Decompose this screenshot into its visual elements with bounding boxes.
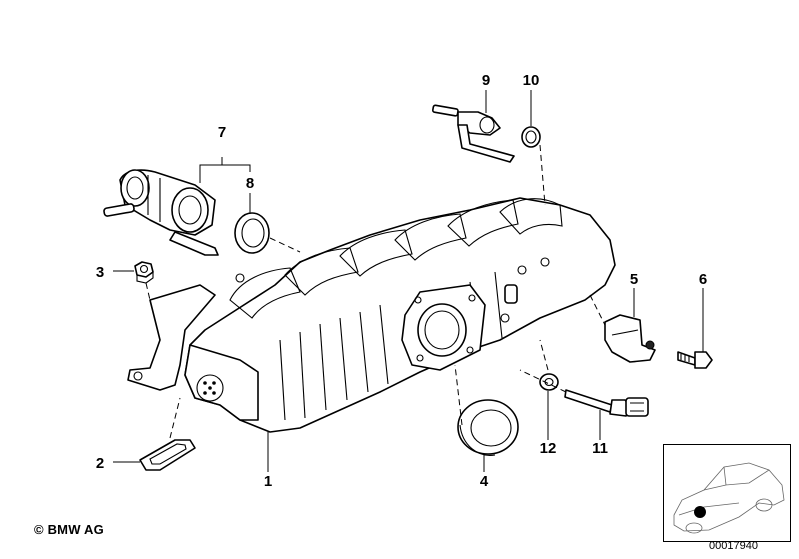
car-outline-icon	[673, 462, 785, 534]
part-10-o-ring[interactable]	[521, 126, 541, 148]
part-5-holder[interactable]	[604, 314, 656, 363]
part-8-o-ring[interactable]	[234, 212, 270, 254]
callout-10: 10	[523, 72, 540, 89]
location-marker-icon	[694, 506, 706, 518]
callout-3: 3	[96, 264, 104, 281]
part-7-idle-valve[interactable]	[103, 169, 219, 256]
callout-8: 8	[246, 175, 254, 192]
callout-1: 1	[264, 473, 272, 490]
part-9-valve[interactable]	[432, 104, 515, 163]
leader-lines	[113, 90, 704, 472]
part-12-washer[interactable]	[539, 373, 559, 391]
part-11-sensor[interactable]	[564, 389, 649, 417]
vehicle-location-thumbnail	[663, 444, 791, 542]
callout-5: 5	[630, 271, 638, 288]
part-1-intake-manifold[interactable]	[127, 197, 616, 433]
callout-6: 6	[699, 271, 707, 288]
part-6-bolt[interactable]	[677, 351, 713, 369]
callout-7: 7	[218, 124, 226, 141]
callout-labels: 1 2 3 4 5 6 7 8 9 10 11 12	[96, 72, 707, 490]
copyright-notice: © BMW AG	[34, 522, 104, 537]
part-3-nut[interactable]	[134, 261, 154, 284]
callout-9: 9	[482, 72, 490, 89]
image-number: 00017940	[709, 540, 758, 552]
callout-4: 4	[480, 473, 489, 490]
part-2-gasket[interactable]	[139, 439, 196, 471]
callout-11: 11	[592, 440, 608, 457]
part-4-seal-ring[interactable]	[457, 399, 519, 456]
callout-2: 2	[96, 455, 104, 472]
callout-12: 12	[540, 440, 557, 457]
